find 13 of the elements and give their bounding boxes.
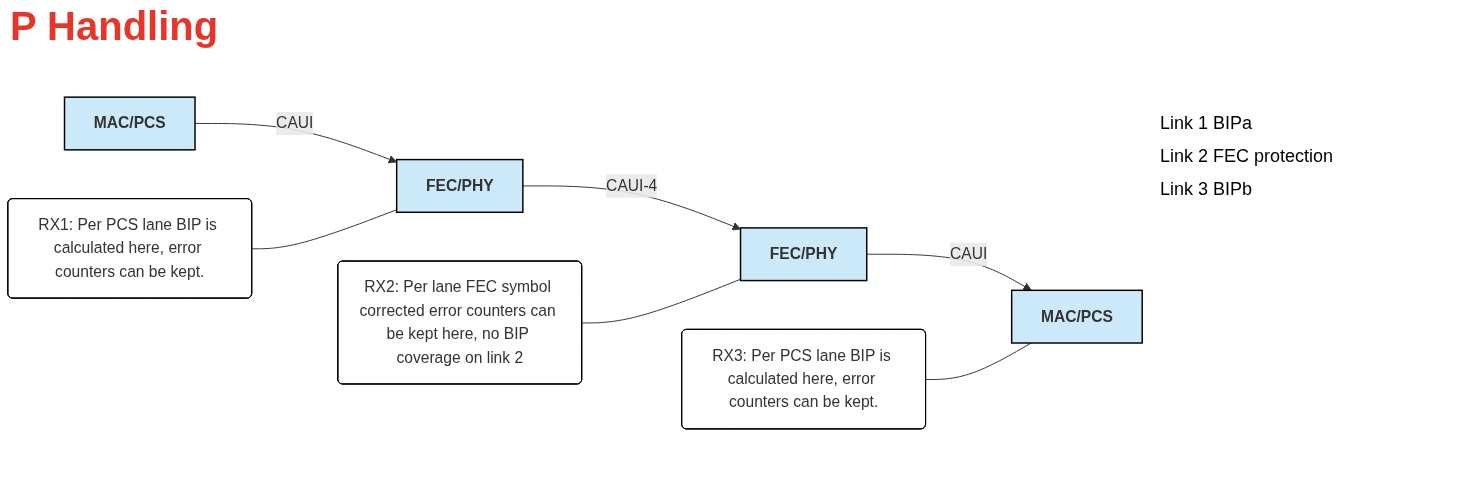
connector [581,278,741,324]
link-note: Link 3 BIPb [1160,179,1254,200]
edge-label: CAUI [949,245,988,263]
node-box: MAC/PCS [1010,289,1143,344]
edge-label: CAUI [276,114,314,132]
node-box: FEC/PHY [739,227,868,282]
edge-label: CAUI-4 [606,177,658,194]
link-note: Link 2 FEC protection [1160,146,1334,167]
node-box: FEC/PHY [395,158,524,213]
link-note: Link 1 BIPa [1160,113,1254,134]
diagram-title: P Handling [10,4,220,49]
node-box: MAC/PCS [63,96,196,151]
connector [925,342,1032,381]
